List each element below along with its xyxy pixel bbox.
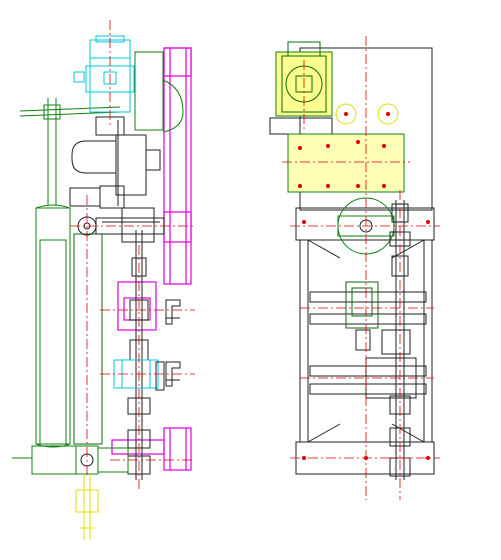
upper-lever-bar <box>19 51 184 206</box>
green-roller-cylinder <box>35 204 103 448</box>
drive-arm <box>77 207 165 243</box>
mounting-plate <box>287 133 405 193</box>
carriage <box>345 281 417 399</box>
yellow-handle <box>75 474 99 540</box>
side-view <box>12 20 195 540</box>
front-centerlines <box>282 36 440 500</box>
guide-rails <box>309 291 427 395</box>
vertical-shaft <box>127 230 151 480</box>
cyan-motor-top <box>73 35 135 113</box>
front-view <box>269 36 440 500</box>
top-pulleys <box>335 103 399 125</box>
magenta-support-frame <box>111 47 192 471</box>
right-brackets <box>165 299 181 387</box>
bolt-markers <box>302 220 430 460</box>
gearbox <box>69 116 161 209</box>
top-motor <box>269 41 333 135</box>
side-centerlines <box>70 20 195 490</box>
